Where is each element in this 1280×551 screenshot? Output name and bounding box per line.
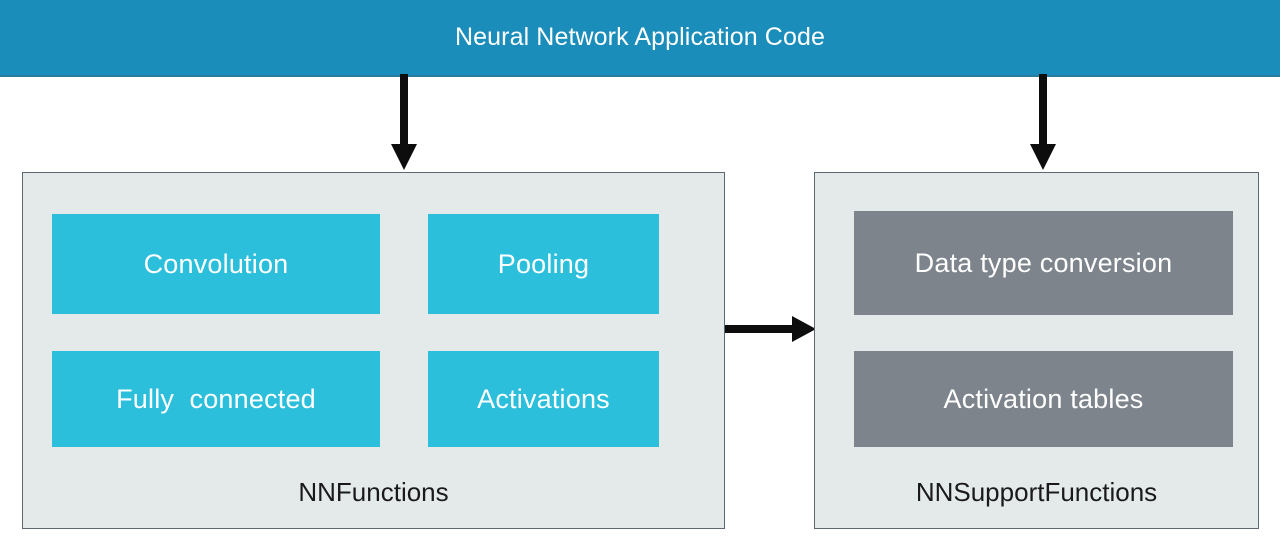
application-code-banner: Neural Network Application Code: [0, 0, 1280, 77]
arrow-banner-to-nnfunctions: [386, 74, 422, 172]
group-nnsupportfunctions-label: NNSupportFunctions: [915, 477, 1158, 507]
block-pooling-label: Pooling: [497, 248, 590, 279]
block-activation-tables: Activation tables: [854, 351, 1233, 447]
group-nnfunctions: Convolution Pooling Fully connected Acti…: [22, 172, 725, 529]
group-nnfunctions-label: NNFunctions: [298, 477, 449, 507]
block-data-type-conversion-label: Data type conversion: [914, 247, 1173, 278]
block-fully-connected: Fully connected: [52, 351, 380, 447]
arrow-nnfunctions-to-nnsupportfunctions: [722, 312, 818, 346]
block-activations: Activations: [428, 351, 659, 447]
group-nnsupportfunctions: Data type conversion Activation tables N…: [814, 172, 1259, 529]
block-convolution-label: Convolution: [143, 248, 289, 279]
arrow-banner-to-nnsupportfunctions: [1025, 74, 1061, 172]
block-activation-tables-label: Activation tables: [943, 383, 1144, 414]
block-fully-connected-label: Fully connected: [116, 383, 316, 414]
block-activations-label: Activations: [477, 383, 610, 414]
application-code-banner-label: Neural Network Application Code: [455, 23, 825, 51]
block-convolution: Convolution: [52, 214, 380, 314]
block-data-type-conversion: Data type conversion: [854, 211, 1233, 315]
block-pooling: Pooling: [428, 214, 659, 314]
